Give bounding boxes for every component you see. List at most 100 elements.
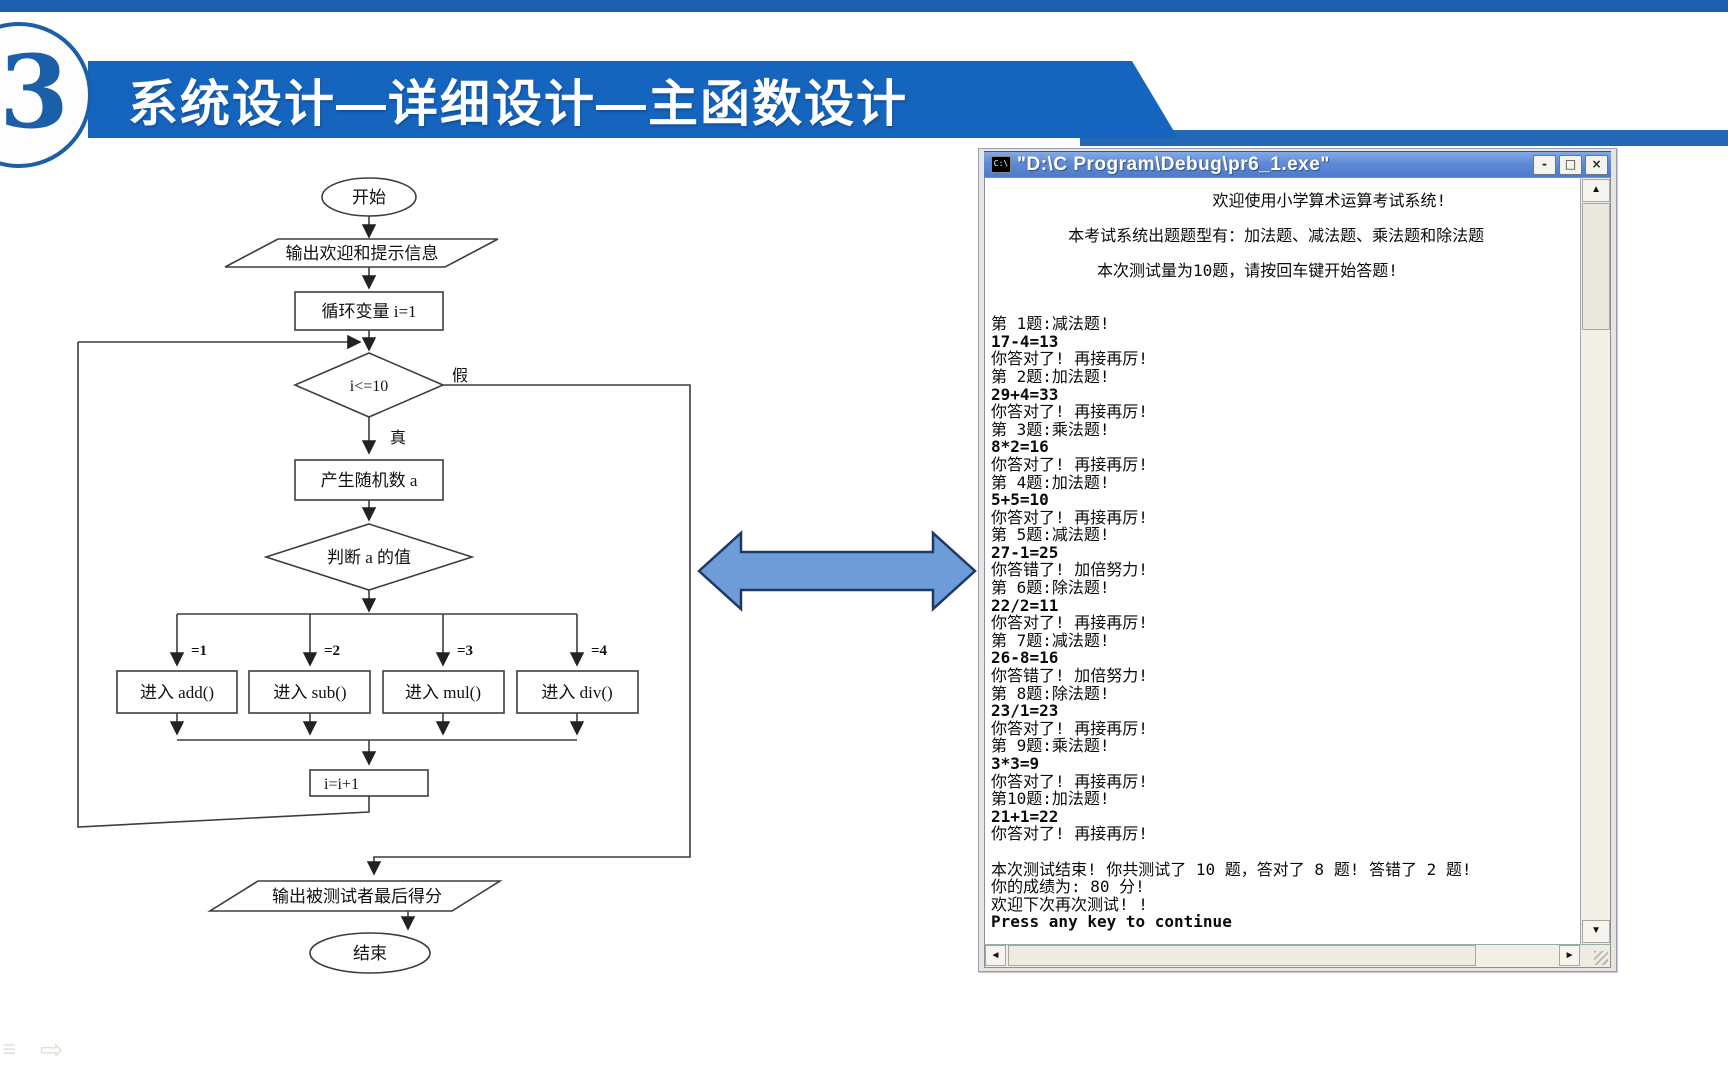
branch-box-sub xyxy=(248,670,371,714)
console-line xyxy=(991,280,1580,298)
console-line: 本次测试结束! 你共测试了 10 题，答对了 8 题! 答错了 2 题! xyxy=(991,859,1472,879)
false-label: 假 xyxy=(452,367,468,385)
loop-back-connector xyxy=(77,342,370,828)
console-line: 你答错了! 加倍努力! xyxy=(991,666,1148,686)
console-line: 第 1题:减法题! xyxy=(991,314,1110,334)
console-line: 你答对了! 再接再厉! xyxy=(991,824,1148,844)
scroll-right-button[interactable]: ► xyxy=(1559,945,1581,966)
branch-box-add xyxy=(116,670,238,714)
maximize-button[interactable]: □ xyxy=(1559,154,1582,175)
console-line: 欢迎使用小学算术运算考试系统! xyxy=(991,191,1447,210)
start-terminator xyxy=(321,177,417,217)
switch-condition-diamond xyxy=(263,523,475,591)
console-line: Press any key to continue xyxy=(991,912,1232,932)
switch-label: 判断 a 的值 xyxy=(327,548,411,567)
console-line xyxy=(991,843,1580,861)
io-welcome-label: 输出欢迎和提示信息 xyxy=(286,244,439,263)
io-score-parallelogram xyxy=(207,880,503,912)
console-line: 22/2=11 xyxy=(991,595,1059,615)
console-line: 第 6题:除法题! xyxy=(991,578,1110,598)
console-line: 第 5题:减法题! xyxy=(991,525,1110,545)
console-window: C:\ "D:\C Program\Debug\pr6_1.exe" - □ ×… xyxy=(978,148,1617,972)
vertical-scrollbar[interactable]: ▲ ▼ xyxy=(1580,178,1611,944)
console-line: 23/1=23 xyxy=(991,701,1059,721)
console-line: 第 8题:除法题! xyxy=(991,683,1110,703)
console-line: 第 3题:乘法题! xyxy=(991,419,1110,439)
window-titlebar[interactable]: C:\ "D:\C Program\Debug\pr6_1.exe" - □ × xyxy=(984,151,1611,177)
vertical-scroll-thumb[interactable] xyxy=(1582,203,1611,330)
console-line: 你答对了! 再接再厉! xyxy=(991,454,1148,474)
section-number: 3 xyxy=(0,33,69,151)
console-line: 你答对了! 再接再厉! xyxy=(991,349,1148,369)
console-line: 第 9题:乘法题! xyxy=(991,736,1110,756)
double-arrow-icon xyxy=(697,530,977,612)
top-accent-strip xyxy=(0,0,1728,12)
loop-condition-label: i<=10 xyxy=(350,378,389,395)
close-button[interactable]: × xyxy=(1585,154,1608,175)
console-line: 你答对了! 再接再厉! xyxy=(991,507,1148,527)
console-line: 27-1=25 xyxy=(991,542,1059,562)
branch-mul-label: 进入 mul() xyxy=(405,683,481,702)
console-line: 5+5=10 xyxy=(991,490,1049,510)
increment-label: i=i+1 xyxy=(324,776,359,793)
end-label: 结束 xyxy=(353,944,387,963)
loop-condition-diamond xyxy=(292,352,446,418)
init-label: 循环变量 i=1 xyxy=(321,302,416,321)
console-line: 你答对了! 再接再厉! xyxy=(991,771,1148,791)
branch-div-label: 进入 div() xyxy=(541,683,612,702)
window-title: "D:\C Program\Debug\pr6_1.exe" xyxy=(1017,153,1330,175)
random-process-box xyxy=(294,459,444,501)
branch-add-label: 进入 add() xyxy=(140,683,214,702)
console-line: 17-4=13 xyxy=(991,331,1059,351)
io-welcome-parallelogram xyxy=(224,238,499,268)
branch-label-1: =1 xyxy=(191,643,207,659)
slideshow-menu-icon[interactable]: ≡ xyxy=(2,1036,17,1063)
console-line: 26-8=16 xyxy=(991,648,1059,668)
branch-box-mul xyxy=(382,670,505,714)
console-line: 8*2=16 xyxy=(991,437,1049,457)
console-line: 3*3=9 xyxy=(991,754,1040,773)
console-line: 你的成绩为: 80 分! xyxy=(991,877,1145,897)
console-line: 你答对了! 再接再厉! xyxy=(991,613,1148,633)
console-line xyxy=(991,245,1580,263)
console-line: 欢迎下次再次测试! ! xyxy=(991,894,1148,914)
console-line: 本次测试量为10题，请按回车键开始答题! xyxy=(991,261,1398,281)
minimize-button[interactable]: - xyxy=(1533,154,1556,175)
init-process-box xyxy=(294,291,444,331)
horizontal-scroll-thumb[interactable] xyxy=(1008,945,1476,966)
scroll-down-button[interactable]: ▼ xyxy=(1582,920,1611,943)
console-output: 欢迎使用小学算术运算考试系统! 本考试系统出题题型有：加法题、减法题、乘法题和除… xyxy=(985,178,1581,944)
scroll-up-button[interactable]: ▲ xyxy=(1582,179,1611,202)
branch-label-3: =3 xyxy=(457,643,473,659)
console-line: 你答对了! 再接再厉! xyxy=(991,402,1148,422)
title-banner: 系统设计—详细设计—主函数设计 xyxy=(88,61,1178,138)
increment-box xyxy=(309,769,429,797)
console-line: 第 2题:加法题! xyxy=(991,366,1110,386)
scroll-left-button[interactable]: ◄ xyxy=(985,945,1006,966)
branch-label-2: =2 xyxy=(324,643,340,659)
console-line: 第10题:加法题! xyxy=(991,789,1110,809)
start-label: 开始 xyxy=(352,188,386,207)
io-score-label: 输出被测试者最后得分 xyxy=(272,887,442,906)
console-line: 本考试系统出题题型有：加法题、减法题、乘法题和除法题 xyxy=(991,226,1485,246)
false-branch-connector xyxy=(366,384,691,876)
branch-box-div xyxy=(516,670,639,714)
branch-sub-label: 进入 sub() xyxy=(273,683,346,702)
horizontal-scrollbar[interactable]: ◄ ► xyxy=(985,945,1581,967)
console-line: 21+1=22 xyxy=(991,806,1059,826)
console-line: 第 4题:加法题! xyxy=(991,472,1110,492)
slideshow-next-icon[interactable]: ⇨ xyxy=(40,1034,64,1065)
end-terminator xyxy=(309,932,431,974)
console-line xyxy=(991,210,1580,228)
console-lines: 欢迎使用小学算术运算考试系统! 本考试系统出题题型有：加法题、减法题、乘法题和除… xyxy=(991,192,1580,931)
console-app-icon: C:\ xyxy=(991,156,1011,173)
console-line: 你答错了! 加倍努力! xyxy=(991,560,1148,580)
random-label: 产生随机数 a xyxy=(321,471,418,490)
console-line: 29+4=33 xyxy=(991,384,1059,404)
page-title: 系统设计—详细设计—主函数设计 xyxy=(128,75,908,132)
console-line xyxy=(991,298,1580,316)
header-accent-band xyxy=(1080,130,1728,146)
resize-grip[interactable] xyxy=(1580,945,1610,967)
